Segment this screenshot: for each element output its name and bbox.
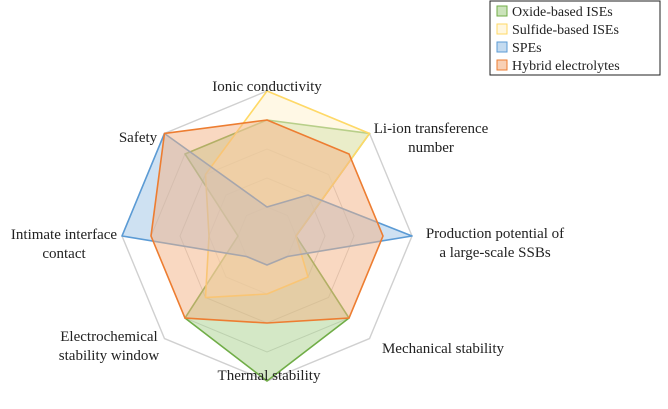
legend-label: Oxide-based ISEs: [512, 5, 613, 20]
legend-swatch: [496, 59, 508, 71]
legend-label: Hybrid electrolytes: [512, 59, 620, 74]
legend-frame: [489, 0, 661, 76]
axis-label: Ionic conductivity: [212, 79, 322, 95]
axis-label: Safety: [119, 130, 158, 146]
legend-swatch: [496, 5, 508, 17]
radar-series: [121, 90, 413, 382]
axis-label: Thermal stability: [218, 368, 321, 384]
legend-label: Sulfide-based ISEs: [512, 23, 619, 38]
legend-label: SPEs: [512, 41, 542, 56]
axis-label: Mechanical stability: [382, 341, 505, 357]
legend-swatch: [496, 23, 508, 35]
legend-swatch: [496, 41, 508, 53]
series-area-3: [150, 119, 384, 324]
